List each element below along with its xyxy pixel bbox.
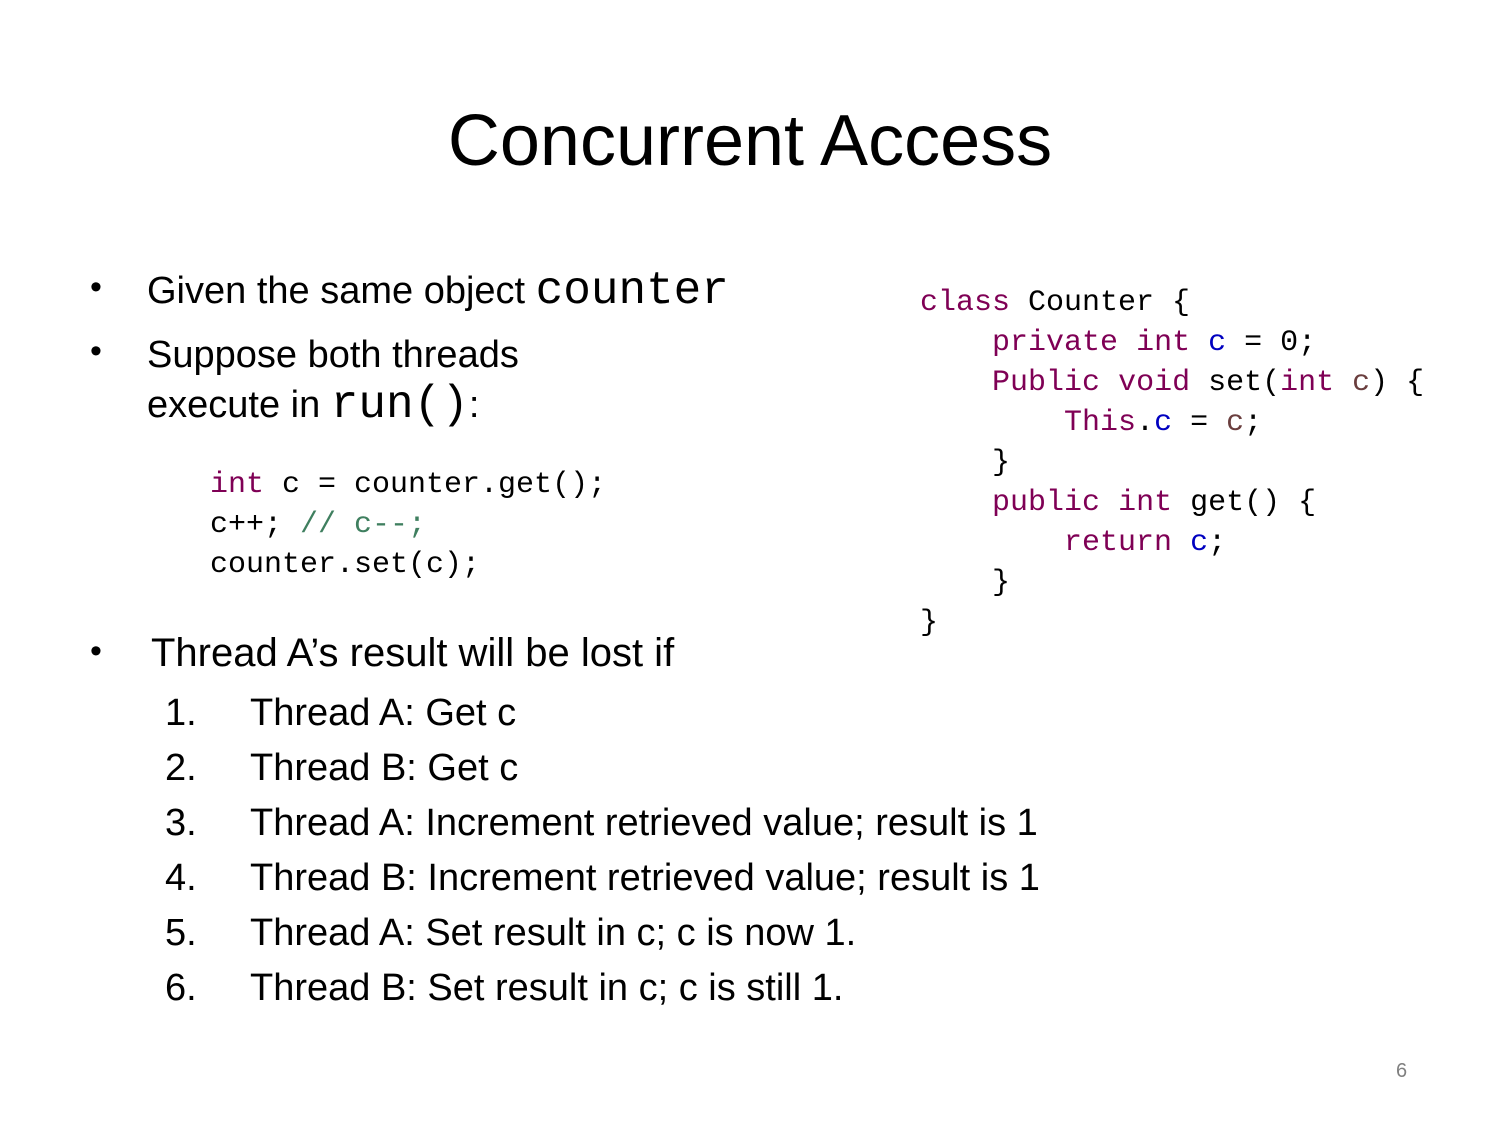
inline-code: run(): [330, 379, 469, 431]
code-token-plain: ;: [1244, 406, 1263, 440]
code-token-param: c: [1352, 366, 1371, 400]
step-number: 6.: [165, 967, 197, 1009]
code-token-comment: // c--;: [300, 508, 427, 542]
code-token-keyword: int: [1136, 326, 1191, 360]
code-token-plain: }: [920, 446, 1011, 480]
code-line: return c;: [920, 523, 1424, 563]
code-token-keyword: void: [1118, 366, 1191, 400]
code-token-keyword: int: [210, 468, 265, 502]
code-token-field: c: [1190, 526, 1209, 560]
code-token-keyword: private: [992, 326, 1119, 360]
code-line: counter.set(c);: [210, 545, 606, 585]
code-token-plain: c = counter.get();: [264, 468, 607, 502]
code-token-plain: [920, 486, 992, 520]
code-token-plain: [1100, 486, 1118, 520]
code-token-plain: [1118, 326, 1136, 360]
code-line: }: [920, 603, 1424, 643]
code-token-field: c: [1154, 406, 1173, 440]
bullet-text: Thread A’s result will be lost if: [151, 631, 675, 675]
step-number: 5.: [165, 912, 197, 954]
code-token-plain: ) {: [1370, 366, 1425, 400]
code-token-keyword: class: [920, 286, 1011, 320]
code-line: public int get() {: [920, 483, 1424, 523]
step-text: Thread B: Get c: [250, 747, 519, 789]
step-number: 2.: [165, 747, 197, 789]
inline-code: counter: [535, 265, 729, 317]
bullet-text: execute in: [147, 384, 331, 426]
code-token-plain: [920, 366, 992, 400]
code-line: This.c = c;: [920, 403, 1424, 443]
code-token-plain: .: [1136, 406, 1155, 440]
bullet-text: Suppose both threads: [147, 334, 519, 376]
code-line: }: [920, 443, 1424, 483]
code-token-plain: }: [920, 606, 939, 640]
bullet-text: Given the same object: [147, 270, 536, 312]
code-token-plain: Counter {: [1010, 286, 1191, 320]
code-token-plain: [1334, 366, 1352, 400]
code-token-plain: [1172, 526, 1190, 560]
step-text: Thread A: Increment retrieved value; res…: [250, 802, 1038, 844]
code-line: class Counter {: [920, 283, 1424, 323]
code-line: c++; // c--;: [210, 505, 606, 545]
code-token-plain: get() {: [1172, 486, 1317, 520]
step-number: 3.: [165, 802, 197, 844]
code-token-keyword: return: [1064, 526, 1173, 560]
code-line: int c = counter.get();: [210, 465, 606, 505]
code-line: }: [920, 563, 1424, 603]
bullet-dot: •: [90, 268, 102, 306]
bullet-dot: •: [90, 332, 102, 370]
step-text: Thread A: Set result in c; c is now 1.: [250, 912, 857, 954]
step-number: 1.: [165, 692, 197, 734]
step-text: Thread A: Get c: [250, 692, 517, 734]
code-line: private int c = 0;: [920, 323, 1424, 363]
code-token-plain: [1100, 366, 1118, 400]
code-token-keyword: int: [1118, 486, 1173, 520]
page-number: 6: [1396, 1060, 1408, 1082]
code-token-keyword: int: [1280, 366, 1335, 400]
code-token-plain: = 0;: [1226, 326, 1317, 360]
step-text: Thread B: Set result in c; c is still 1.: [250, 967, 844, 1009]
code-token-keyword: Public: [992, 366, 1101, 400]
counter-class-code-block: class Counter { private int c = 0; Publi…: [920, 283, 1424, 643]
code-token-param: c: [1226, 406, 1245, 440]
code-token-field: c: [1208, 326, 1227, 360]
code-token-plain: [920, 326, 992, 360]
step-number: 4.: [165, 857, 197, 899]
bullet-dot: •: [90, 632, 102, 670]
code-token-plain: [920, 526, 1064, 560]
code-token-keyword: public: [992, 486, 1101, 520]
bullet-text: :: [468, 384, 480, 426]
code-token-plain: c++;: [210, 508, 301, 542]
code-token-plain: [920, 406, 1064, 440]
code-token-plain: ;: [1208, 526, 1227, 560]
code-token-plain: set(: [1190, 366, 1281, 400]
slide-title: Concurrent Access: [447, 101, 1053, 181]
code-token-plain: =: [1172, 406, 1227, 440]
code-token-plain: counter.set(c);: [210, 548, 481, 582]
step-text: Thread B: Increment retrieved value; res…: [250, 857, 1040, 899]
code-token-plain: [1190, 326, 1208, 360]
run-code-block: int c = counter.get();c++; // c--;counte…: [210, 465, 606, 585]
code-token-keyword: This: [1064, 406, 1137, 440]
code-line: Public void set(int c) {: [920, 363, 1424, 403]
code-token-plain: }: [920, 566, 1011, 600]
